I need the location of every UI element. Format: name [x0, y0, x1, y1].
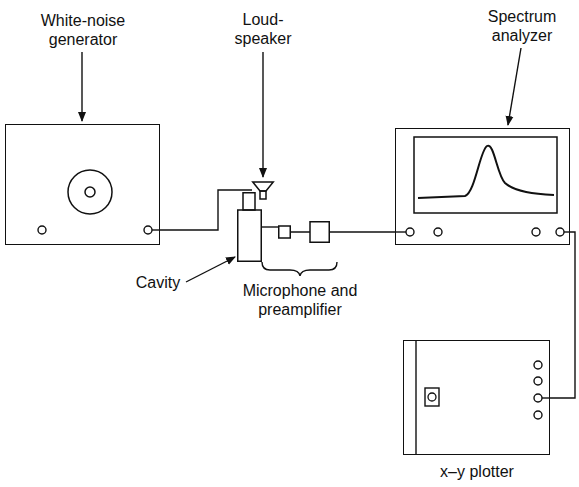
- wire: [550, 232, 575, 398]
- jack: [534, 361, 542, 369]
- jack: [534, 411, 542, 419]
- cavity-symbol: [237, 192, 262, 262]
- jack: [406, 228, 414, 236]
- wire: [395, 231, 406, 232]
- plotter-rail: [415, 340, 416, 455]
- wire: [152, 229, 160, 230]
- node-label: Cavity: [123, 273, 193, 292]
- leader-arrow: [262, 52, 263, 177]
- mic-cable: [290, 231, 310, 233]
- pen: [428, 393, 436, 401]
- pen-carriage: [425, 388, 439, 406]
- wire: [262, 226, 278, 227]
- cavity-body: [238, 210, 262, 261]
- leader-arrow: [186, 257, 235, 282]
- node-label: Spectrum analyzer: [472, 7, 572, 45]
- node-label: White-noise generator: [23, 11, 143, 49]
- knob: [68, 170, 112, 214]
- node-label: x–y plotter: [417, 462, 537, 481]
- preamplifier: [310, 222, 329, 243]
- mic-symbol: [278, 221, 330, 243]
- node-label: Loud-speaker: [231, 10, 295, 48]
- microphone-preamp: Microphone and preamplifier: [278, 221, 330, 243]
- jack: [556, 228, 564, 236]
- speaker-cone: [253, 182, 274, 191]
- analyzer-box: Spectrum analyzer: [395, 128, 570, 245]
- wire: [542, 397, 550, 398]
- knob-center: [85, 187, 95, 197]
- jack: [434, 228, 442, 236]
- wire: [330, 231, 395, 232]
- jack: [38, 226, 46, 234]
- jack: [534, 377, 542, 385]
- generator-box: White-noise generator: [5, 124, 160, 245]
- leader-arrow: [81, 52, 82, 121]
- spectrum-peak: [418, 146, 554, 198]
- screen: [414, 137, 557, 213]
- microphone: [279, 226, 291, 238]
- jack: [534, 394, 542, 402]
- cavity-neck: [243, 193, 255, 210]
- jack: [532, 228, 540, 236]
- jack: [144, 226, 152, 234]
- plotter-box: x–y plotter: [403, 340, 550, 455]
- speaker-magnet: [260, 191, 266, 199]
- cavity: Cavity: [237, 192, 262, 262]
- node-label: Microphone and preamplifier: [230, 281, 370, 319]
- bracket: [262, 262, 337, 276]
- leader-arrow: [508, 48, 521, 125]
